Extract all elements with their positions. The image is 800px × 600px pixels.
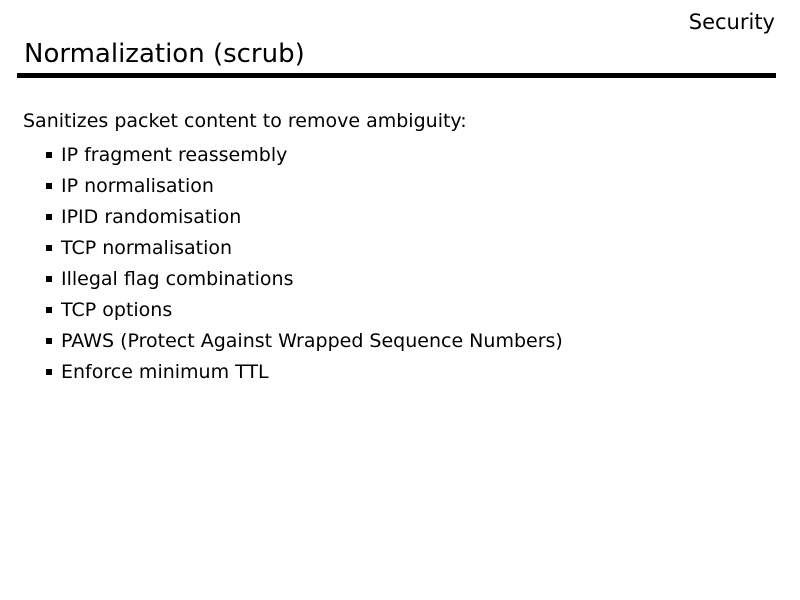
square-bullet-icon: [46, 337, 52, 344]
section-label: Security: [688, 10, 775, 34]
bullet-item-ip-normalisation: IP normalisation: [46, 170, 563, 201]
bullet-item-ip-fragment-reassembly: IP fragment reassembly: [46, 139, 563, 170]
square-bullet-icon: [46, 244, 52, 251]
bullet-text: Enforce minimum TTL: [61, 360, 269, 383]
bullet-text: TCP normalisation: [61, 236, 233, 259]
bullet-item-ipid-randomisation: IPID randomisation: [46, 201, 563, 232]
square-bullet-icon: [46, 306, 52, 313]
bullet-list: IP fragment reassembly IP normalisation …: [46, 139, 563, 387]
square-bullet-icon: [46, 275, 52, 282]
bullet-text: Illegal flag combinations: [61, 267, 294, 290]
bullet-text: IP fragment reassembly: [61, 143, 288, 166]
intro-text: Sanitizes packet content to remove ambig…: [23, 110, 467, 132]
bullet-text: IP normalisation: [61, 174, 214, 197]
bullet-text: PAWS (Protect Against Wrapped Sequence N…: [61, 329, 563, 352]
bullet-item-enforce-minimum-ttl: Enforce minimum TTL: [46, 356, 563, 387]
square-bullet-icon: [46, 213, 52, 220]
square-bullet-icon: [46, 368, 52, 375]
bullet-item-tcp-options: TCP options: [46, 294, 563, 325]
bullet-item-paws: PAWS (Protect Against Wrapped Sequence N…: [46, 325, 563, 356]
title-divider: [17, 73, 776, 78]
square-bullet-icon: [46, 151, 52, 158]
bullet-text: TCP options: [61, 298, 173, 321]
bullet-item-tcp-normalisation: TCP normalisation: [46, 232, 563, 263]
bullet-item-illegal-flag-combinations: Illegal flag combinations: [46, 263, 563, 294]
bullet-text: IPID randomisation: [61, 205, 242, 228]
square-bullet-icon: [46, 182, 52, 189]
slide-title: Normalization (scrub): [24, 39, 305, 69]
